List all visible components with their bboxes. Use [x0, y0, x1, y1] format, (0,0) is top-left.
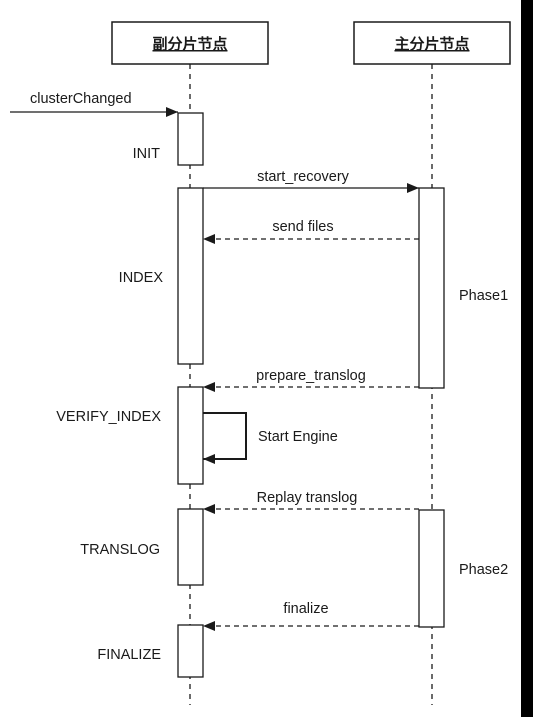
message-finalize: finalize: [203, 601, 419, 631]
message-start-engine-arrow: [203, 412, 247, 464]
participant-replica: 副分片节点: [111, 21, 269, 65]
message-replay-translog: Replay translog: [203, 490, 419, 514]
message-prepare-translog-label: prepare_translog: [256, 368, 366, 384]
state-finalize: FINALIZE: [97, 647, 161, 663]
participant-primary-box: [353, 21, 511, 65]
activation-init: [177, 112, 204, 166]
message-finalize-label: finalize: [283, 601, 328, 617]
state-init: INIT: [133, 146, 161, 162]
message-send-files: send files: [203, 219, 419, 244]
phase2-label: Phase2: [459, 562, 508, 578]
message-start-recovery: start_recovery: [203, 169, 419, 193]
message-cluster-changed-label: clusterChanged: [30, 91, 132, 107]
message-cluster-changed: clusterChanged: [10, 91, 178, 117]
activation-verify-index: [177, 386, 204, 485]
right-frame-bar: [521, 0, 533, 717]
message-start-engine: Start Engine: [203, 412, 338, 464]
participant-primary-label: 主分片节点: [394, 35, 469, 53]
message-start-engine-label: Start Engine: [258, 429, 338, 445]
activation-index: [177, 187, 204, 365]
activation-phase1: [418, 187, 445, 389]
message-send-files-label: send files: [272, 219, 333, 235]
state-verify-index: VERIFY_INDEX: [56, 409, 161, 425]
message-replay-translog-label: Replay translog: [257, 490, 358, 506]
message-prepare-translog: prepare_translog: [203, 368, 419, 392]
message-start-recovery-label: start_recovery: [257, 169, 350, 185]
phase1-label: Phase1: [459, 288, 508, 304]
participant-primary: 主分片节点: [353, 21, 511, 65]
activation-translog: [177, 508, 204, 586]
state-index: INDEX: [119, 270, 164, 286]
activation-phase2: [418, 509, 445, 628]
activation-finalize: [177, 624, 204, 678]
state-translog: TRANSLOG: [80, 542, 160, 558]
participant-replica-label: 副分片节点: [152, 35, 227, 53]
participant-replica-box: [111, 21, 269, 65]
